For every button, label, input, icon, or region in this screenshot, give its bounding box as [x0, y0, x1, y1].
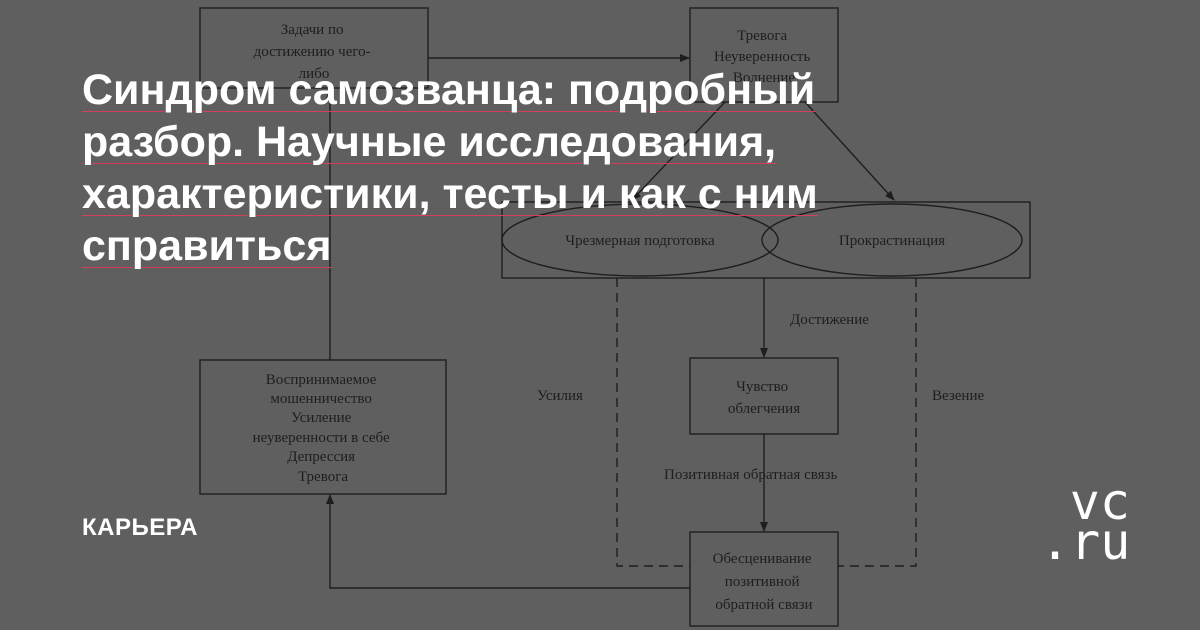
node-overprep-text: Чрезмерная подготовка — [565, 233, 715, 249]
node-tasks-box — [199, 7, 429, 89]
edge-label-luck: Везение — [932, 388, 984, 404]
node-anxiety-text: Тревога Неуверенность Волнение — [714, 28, 814, 86]
node-relief-text: Чувство облегчения — [728, 379, 800, 417]
edge-luck-dashed — [838, 278, 917, 567]
edge-anxiety-to-procrastination — [804, 101, 895, 201]
node-perceived-line: Воспринимаемое — [266, 372, 377, 388]
edge-anxiety-to-overprep — [631, 101, 726, 201]
node-relief-line: облегчения — [728, 401, 800, 417]
node-procrastination-oval — [761, 203, 1023, 277]
node-perceived-line: Депрессия — [287, 449, 355, 465]
edge-label-positive-feedback: Позитивная обратная связь — [664, 467, 837, 483]
node-tasks-line: либо — [299, 66, 330, 82]
node-procrastination-text: Прокрастинация — [839, 233, 945, 249]
node-devalue-line: обратной связи — [715, 597, 812, 613]
node-relief-line: Чувство — [736, 379, 788, 395]
article-title-line: характеристики, тесты и как с ним — [82, 170, 818, 218]
node-devalue-text: Обесценивание позитивной обратной связи — [713, 551, 816, 613]
node-relief-box — [689, 357, 839, 435]
edge-label-effort: Усилия — [537, 388, 583, 404]
vc-ru-logo: vc .ru — [1040, 473, 1131, 571]
edge-devalue-to-perceived — [326, 494, 690, 589]
node-perceived-line: Тревога — [298, 469, 348, 485]
node-perceived-line: Усиление — [291, 410, 352, 426]
node-perceived-line: неуверенности в себе — [253, 430, 390, 446]
node-devalue-box — [689, 531, 839, 627]
article-title-line: справиться — [82, 222, 332, 270]
node-perceived-text: Воспринимаемое мошенничество Усиление не… — [253, 372, 394, 485]
category-label[interactable]: КАРЬЕРА — [82, 514, 198, 541]
article-title-line: разбор. Научные исследования, — [82, 118, 777, 166]
node-devalue-line: позитивной — [725, 574, 800, 590]
node-anxiety-box — [689, 7, 839, 103]
node-perceived-line: мошенничество — [270, 391, 372, 407]
edge-effort-dashed — [616, 278, 690, 567]
logo-top: vc — [1069, 473, 1130, 531]
article-title-line: Синдром самозванца: подробный — [82, 66, 816, 114]
node-tasks-line: Задачи по — [281, 22, 344, 38]
node-overprep-oval — [501, 203, 779, 277]
logo-bottom: .ru — [1040, 513, 1131, 571]
node-tasks-text: Задачи по достижению чего- либо — [254, 22, 375, 82]
article-title[interactable]: Синдром самозванца: подробный разбор. На… — [82, 64, 1082, 272]
node-anxiety-line: Неуверенность — [714, 49, 811, 65]
node-perceived-box — [199, 359, 447, 495]
node-devalue-line: Обесценивание — [713, 551, 812, 567]
node-tasks-line: достижению чего- — [254, 44, 371, 60]
node-anxiety-line: Тревога — [737, 28, 787, 44]
node-anxiety-line: Волнение — [733, 70, 796, 86]
edge-label-achievement: Достижение — [790, 312, 869, 328]
